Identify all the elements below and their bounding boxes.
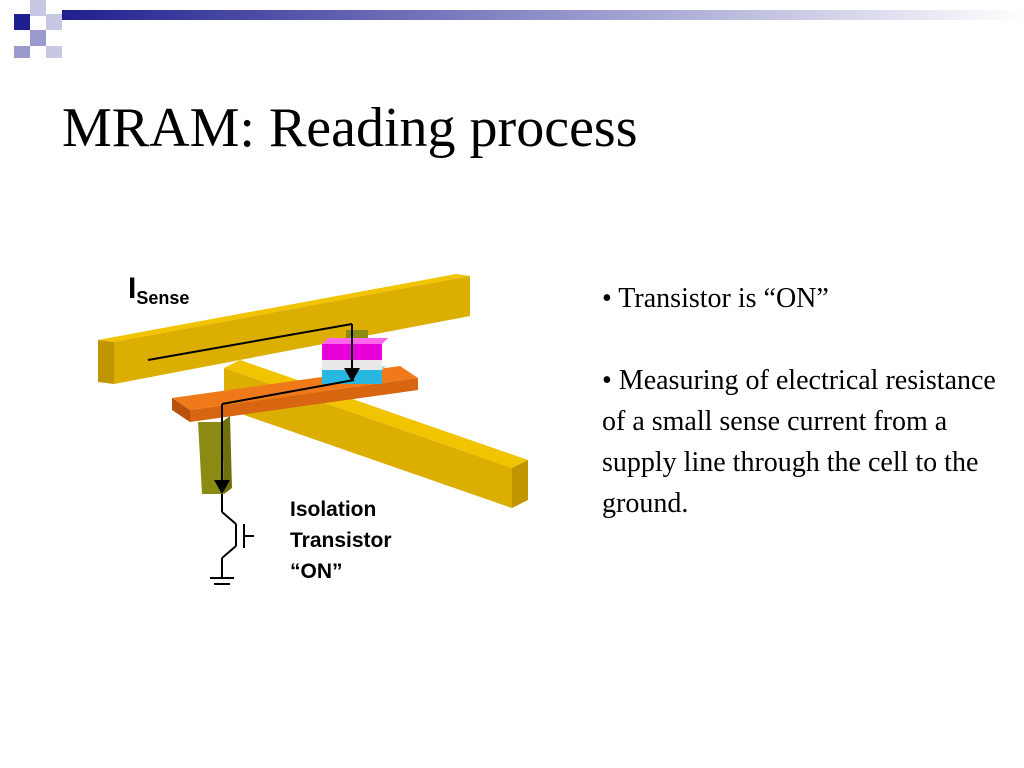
deco-square: [14, 46, 30, 58]
bit-line: [98, 274, 470, 384]
ground-icon: [210, 577, 234, 585]
sense-current-label: ISense: [128, 272, 189, 308]
transistor-symbol: [221, 494, 254, 578]
deco-square: [46, 14, 62, 30]
mram-cell-diagram: ISense Isolation Transistor “ON”: [98, 272, 528, 585]
via-column: [198, 416, 232, 494]
mtj-stack: [322, 338, 388, 384]
bullet-item: • Measuring of electrical resistance of …: [602, 365, 996, 519]
bullet-list: • Transistor is “ON” • Measuring of elec…: [602, 278, 1012, 565]
deco-square: [14, 14, 30, 30]
transistor-label: Isolation Transistor “ON”: [290, 498, 397, 583]
header-gradient-bar: [62, 10, 1024, 20]
bullet-item: • Transistor is “ON”: [602, 283, 829, 314]
slide-title: MRAM: Reading process: [62, 97, 638, 159]
deco-square: [46, 46, 62, 58]
decorative-header: [14, 0, 1024, 58]
deco-square: [30, 0, 46, 16]
current-path: [147, 323, 360, 494]
deco-square: [30, 30, 46, 46]
